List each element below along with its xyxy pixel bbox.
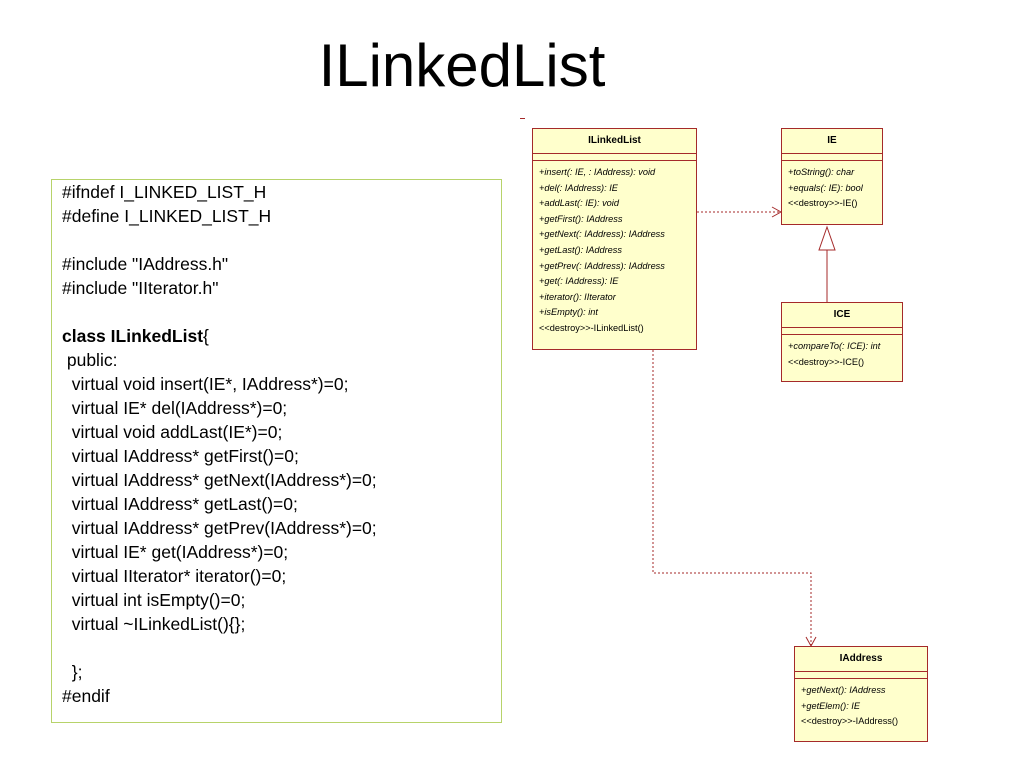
uml-operation: +getNext(: IAddress): IAddress: [539, 229, 665, 240]
uml-operation: +iterator(): IIterator: [539, 291, 616, 302]
uml-destructor: <<destroy>>-ILinkedList(): [539, 322, 644, 333]
uml-class-name: ILinkedList: [533, 129, 696, 154]
uml-operations: +toString(): char +equals(: IE): bool <<…: [782, 161, 882, 212]
uml-class-ilinkedlist[interactable]: ILinkedList +insert(: IE, : IAddress): v…: [532, 128, 697, 350]
code-line: virtual IE* get(IAddress*)=0;: [62, 542, 289, 562]
code-line: virtual IAddress* getFirst()=0;: [62, 446, 299, 466]
uml-operations: +insert(: IE, : IAddress): void +del(: I…: [533, 161, 696, 337]
uml-attributes: [782, 328, 902, 335]
code-line: #endif: [62, 686, 110, 706]
uml-operation: +getElem(): IE: [801, 700, 860, 711]
code-line: virtual void insert(IE*, IAddress*)=0;: [62, 374, 349, 394]
uml-destructor: <<destroy>>-IE(): [788, 198, 858, 209]
code-line: #include "IAddress.h": [62, 254, 229, 274]
uml-operation: +toString(): char: [788, 167, 855, 177]
inheritance-triangle: [818, 225, 836, 251]
uml-attributes: [795, 672, 927, 679]
diagram-marker: [520, 118, 525, 119]
slide-title: ILinkedList: [318, 32, 606, 99]
uml-operation: +addLast(: IE): void: [539, 198, 619, 209]
uml-destructor: <<destroy>>-IAddress(): [801, 716, 899, 727]
uml-class-ice[interactable]: ICE +compareTo(: ICE): int <<destroy>>-I…: [781, 302, 903, 382]
uml-operation: +getPrev(: IAddress): IAddress: [539, 260, 665, 271]
code-line: virtual IIterator* iterator()=0;: [62, 566, 287, 586]
code-line: public:: [62, 350, 118, 370]
code-line: #include "IIterator.h": [62, 278, 219, 298]
code-line: virtual IE* del(IAddress*)=0;: [62, 398, 288, 418]
code-line-class-decl: class ILinkedList{: [62, 326, 209, 346]
code-line: virtual IAddress* getNext(IAddress*)=0;: [62, 470, 377, 490]
uml-operation: +equals(: IE): bool: [788, 182, 863, 193]
code-line: #define I_LINKED_LIST_H: [62, 206, 272, 226]
code-line: virtual IAddress* getPrev(IAddress*)=0;: [62, 518, 377, 538]
code-line: virtual ~ILinkedList(){};: [62, 614, 246, 634]
uml-operation: +compareTo(: ICE): int: [788, 341, 881, 351]
code-line: #ifndef I_LINKED_LIST_H: [62, 182, 267, 202]
dependency-ilinkedlist-iaddress: [652, 350, 812, 645]
uml-operation: +insert(: IE, : IAddress): void: [539, 167, 656, 177]
uml-operations: +compareTo(: ICE): int <<destroy>>-ICE(): [782, 335, 902, 370]
uml-class-iaddress[interactable]: IAddress +getNext(): IAddress +getElem()…: [794, 646, 928, 742]
code-line: virtual void addLast(IE*)=0;: [62, 422, 283, 442]
uml-attributes: [533, 154, 696, 161]
uml-destructor: <<destroy>>-ICE(): [788, 356, 865, 367]
uml-class-name: IE: [782, 129, 882, 154]
uml-operation: +get(: IAddress): IE: [539, 276, 619, 287]
class-keyword: class ILinkedList: [62, 326, 204, 346]
code-box: #ifndef I_LINKED_LIST_H #define I_LINKED…: [51, 179, 502, 723]
uml-class-ie[interactable]: IE +toString(): char +equals(: IE): bool…: [781, 128, 883, 225]
uml-class-name: ICE: [782, 303, 902, 328]
uml-class-name: IAddress: [795, 647, 927, 672]
code-line: virtual IAddress* getLast()=0;: [62, 494, 298, 514]
code-line: };: [62, 662, 83, 682]
uml-operation: +getLast(): IAddress: [539, 244, 622, 255]
uml-attributes: [782, 154, 882, 161]
uml-operation: +getNext(): IAddress: [801, 685, 886, 695]
uml-operation: +getFirst(): IAddress: [539, 213, 623, 224]
uml-operation: +isEmpty(): int: [539, 307, 598, 318]
uml-operation: +del(: IAddress): IE: [539, 182, 618, 193]
uml-operations: +getNext(): IAddress +getElem(): IE <<de…: [795, 679, 927, 730]
code-line: virtual int isEmpty()=0;: [62, 590, 246, 610]
